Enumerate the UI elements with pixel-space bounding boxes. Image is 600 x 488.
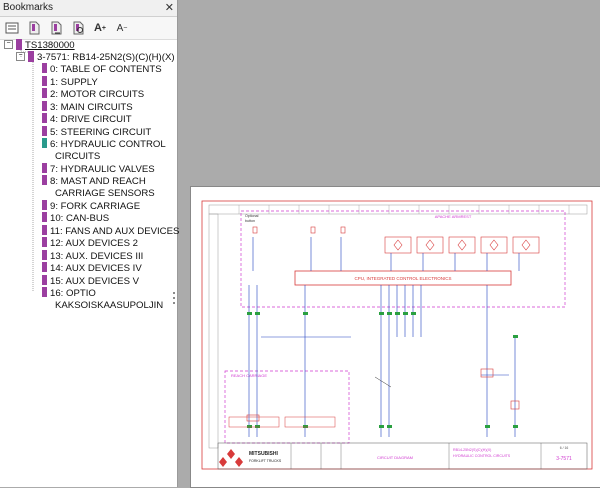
bookmark-label: 8: MAST AND REACH [50, 176, 146, 187]
bookmark-item[interactable]: 16: OPTIO [42, 287, 96, 300]
bookmark-icon [42, 200, 47, 211]
bookmark-item[interactable]: 7: HYDRAULIC VALVES [42, 163, 155, 176]
bookmark-label: 13: AUX. DEVICES III [50, 251, 144, 262]
bookmark-label: 16: OPTIO [50, 288, 96, 299]
bookmark-icon [42, 138, 47, 149]
bookmark-icon [42, 275, 47, 286]
bookmark-label: 3: MAIN CIRCUITS [50, 102, 133, 113]
bookmark-label-wrap: CARRIAGE SENSORS [55, 188, 155, 199]
bookmark-label-wrap: KAKSOISKAASUPOLJIN [55, 300, 164, 311]
collapse-toggle-icon[interactable]: − [4, 40, 13, 49]
document-number: 3-7571 [556, 456, 572, 462]
cpu-title: CPU, INTEGRATED CONTROL ELECTRONICS [354, 276, 451, 281]
bookmark-model-label: 3-7571: RB14-25N2(S)(C)(H)(X) [37, 52, 175, 64]
bookmark-item-selected[interactable]: 6: HYDRAULIC CONTROL [42, 138, 166, 151]
font-larger-icon[interactable]: A+ [92, 20, 108, 36]
mitsubishi-logo-icon [219, 449, 243, 467]
options-icon[interactable] [4, 20, 20, 36]
bookmark-item[interactable]: 2: MOTOR CIRCUITS [42, 88, 145, 101]
bookmark-label: 7: HYDRAULIC VALVES [50, 164, 155, 175]
bookmark-icon [42, 262, 47, 273]
circuit-title: CIRCUIT DIAGRAM [377, 455, 413, 460]
bookmark-icon [42, 175, 47, 186]
sheet-number: 6 / 16 [560, 446, 569, 450]
bookmark-icon [42, 287, 47, 298]
bookmark-label: 4: DRIVE CIRCUIT [50, 114, 132, 125]
bookmark-label: 9: FORK CARRIAGE [50, 201, 141, 212]
bookmark-icon [42, 88, 47, 99]
bookmark-icon [42, 113, 47, 124]
minus-sign: − [123, 24, 128, 32]
tree-lines [20, 46, 34, 291]
bookmark-icon [42, 76, 47, 87]
brand-subtitle: FORKLIFT TRUCKS [249, 459, 282, 463]
bookmark-label-wrap: CIRCUITS [55, 151, 101, 162]
bookmark-item[interactable]: 8: MAST AND REACH [42, 175, 146, 188]
collapse-toggle-icon[interactable]: − [16, 52, 25, 61]
bookmark-icon [42, 101, 47, 112]
bookmark-root-label: TS1380000 [25, 40, 75, 52]
bookmark-item[interactable]: 9: FORK CARRIAGE [42, 200, 141, 213]
bookmarks-panel: Bookmarks ✕ A+ A− −TS1380000 [0, 0, 180, 487]
optional-label: Optional [245, 214, 259, 218]
panel-title: Bookmarks ✕ [0, 0, 177, 17]
bookmark-label: 2: MOTOR CIRCUITS [50, 89, 145, 100]
bookmark-item[interactable]: 0: TABLE OF CONTENTS [42, 63, 162, 76]
bookmark-icon [42, 225, 47, 236]
bookmark-item[interactable]: 3: MAIN CIRCUITS [42, 101, 133, 114]
bookmark-label: 11: FANS AND AUX DEVICES [50, 226, 180, 237]
bookmark-label: 10: CAN-BUS [50, 213, 110, 224]
bookmark-label: 15: AUX DEVICES V [50, 276, 140, 287]
bookmark-label: 0: TABLE OF CONTENTS [50, 64, 162, 75]
bookmark-item[interactable]: 14: AUX DEVICES IV [42, 262, 142, 275]
panel-title-text: Bookmarks [3, 2, 54, 13]
bookmark-icon [42, 163, 47, 174]
bookmark-item[interactable]: 13: AUX. DEVICES III [42, 250, 144, 263]
collapse-bookmark-icon[interactable] [48, 20, 64, 36]
armrest-title: APACHE ARMREST [435, 214, 472, 219]
plus-sign: + [101, 24, 107, 32]
expand-bookmark-icon[interactable] [26, 20, 42, 36]
bookmark-item[interactable]: 15: AUX DEVICES V [42, 275, 140, 288]
bookmark-item[interactable]: 1: SUPPLY [42, 76, 98, 89]
bookmark-label: 1: SUPPLY [50, 77, 98, 88]
bookmark-icon [16, 39, 22, 50]
button-label: button [245, 219, 255, 223]
bookmark-item[interactable]: 5: STEERING CIRCUIT [42, 126, 152, 139]
bookmark-tree: −TS1380000 −3-7571: RB14-25N2(S)(C)(H)(X… [0, 39, 180, 487]
bookmark-label: 6: HYDRAULIC CONTROL [50, 139, 166, 150]
document-view[interactable]: CPU, INTEGRATED CONTROL ELECTRONICS APAC… [182, 0, 600, 488]
bookmark-item[interactable]: 4: DRIVE CIRCUIT [42, 113, 132, 126]
bookmark-icon [42, 126, 47, 137]
model-line-1: RB14-25N2(S)(C)(H)(X) [453, 448, 491, 452]
brand-name: MITSUBISHI [249, 451, 279, 457]
pdf-page: CPU, INTEGRATED CONTROL ELECTRONICS APAC… [190, 186, 600, 488]
bookmark-icon [42, 237, 47, 248]
bookmark-label: 5: STEERING CIRCUIT [50, 127, 152, 138]
bookmark-label: 14: AUX DEVICES IV [50, 263, 142, 274]
font-smaller-icon[interactable]: A− [114, 20, 130, 36]
bookmark-item[interactable]: 10: CAN-BUS [42, 212, 110, 225]
bookmarks-toolbar: A+ A− [0, 17, 177, 40]
font-larger-label: A [93, 22, 102, 34]
bookmark-icon [42, 63, 47, 74]
bookmark-root[interactable]: − TS1380000 [4, 39, 75, 52]
bookmark-icon [42, 212, 47, 223]
close-icon[interactable]: ✕ [164, 2, 174, 14]
splitter-grip-icon[interactable] [171, 290, 177, 306]
bookmark-item[interactable]: 11: FANS AND AUX DEVICES [42, 225, 180, 238]
bookmark-icon [42, 250, 47, 261]
bookmark-icon [28, 51, 34, 62]
bookmark-item[interactable]: 12: AUX DEVICES 2 [42, 237, 138, 250]
model-line-2: HYDRAULIC CONTROL CIRCUITS [453, 454, 511, 458]
find-bookmark-icon[interactable] [70, 20, 86, 36]
bookmark-model[interactable]: − 3-7571: RB14-25N2(S)(C)(H)(X) [16, 51, 175, 64]
circuit-diagram: CPU, INTEGRATED CONTROL ELECTRONICS APAC… [201, 200, 593, 470]
font-smaller-label: A [116, 22, 124, 34]
bookmark-label: 12: AUX DEVICES 2 [50, 238, 138, 249]
